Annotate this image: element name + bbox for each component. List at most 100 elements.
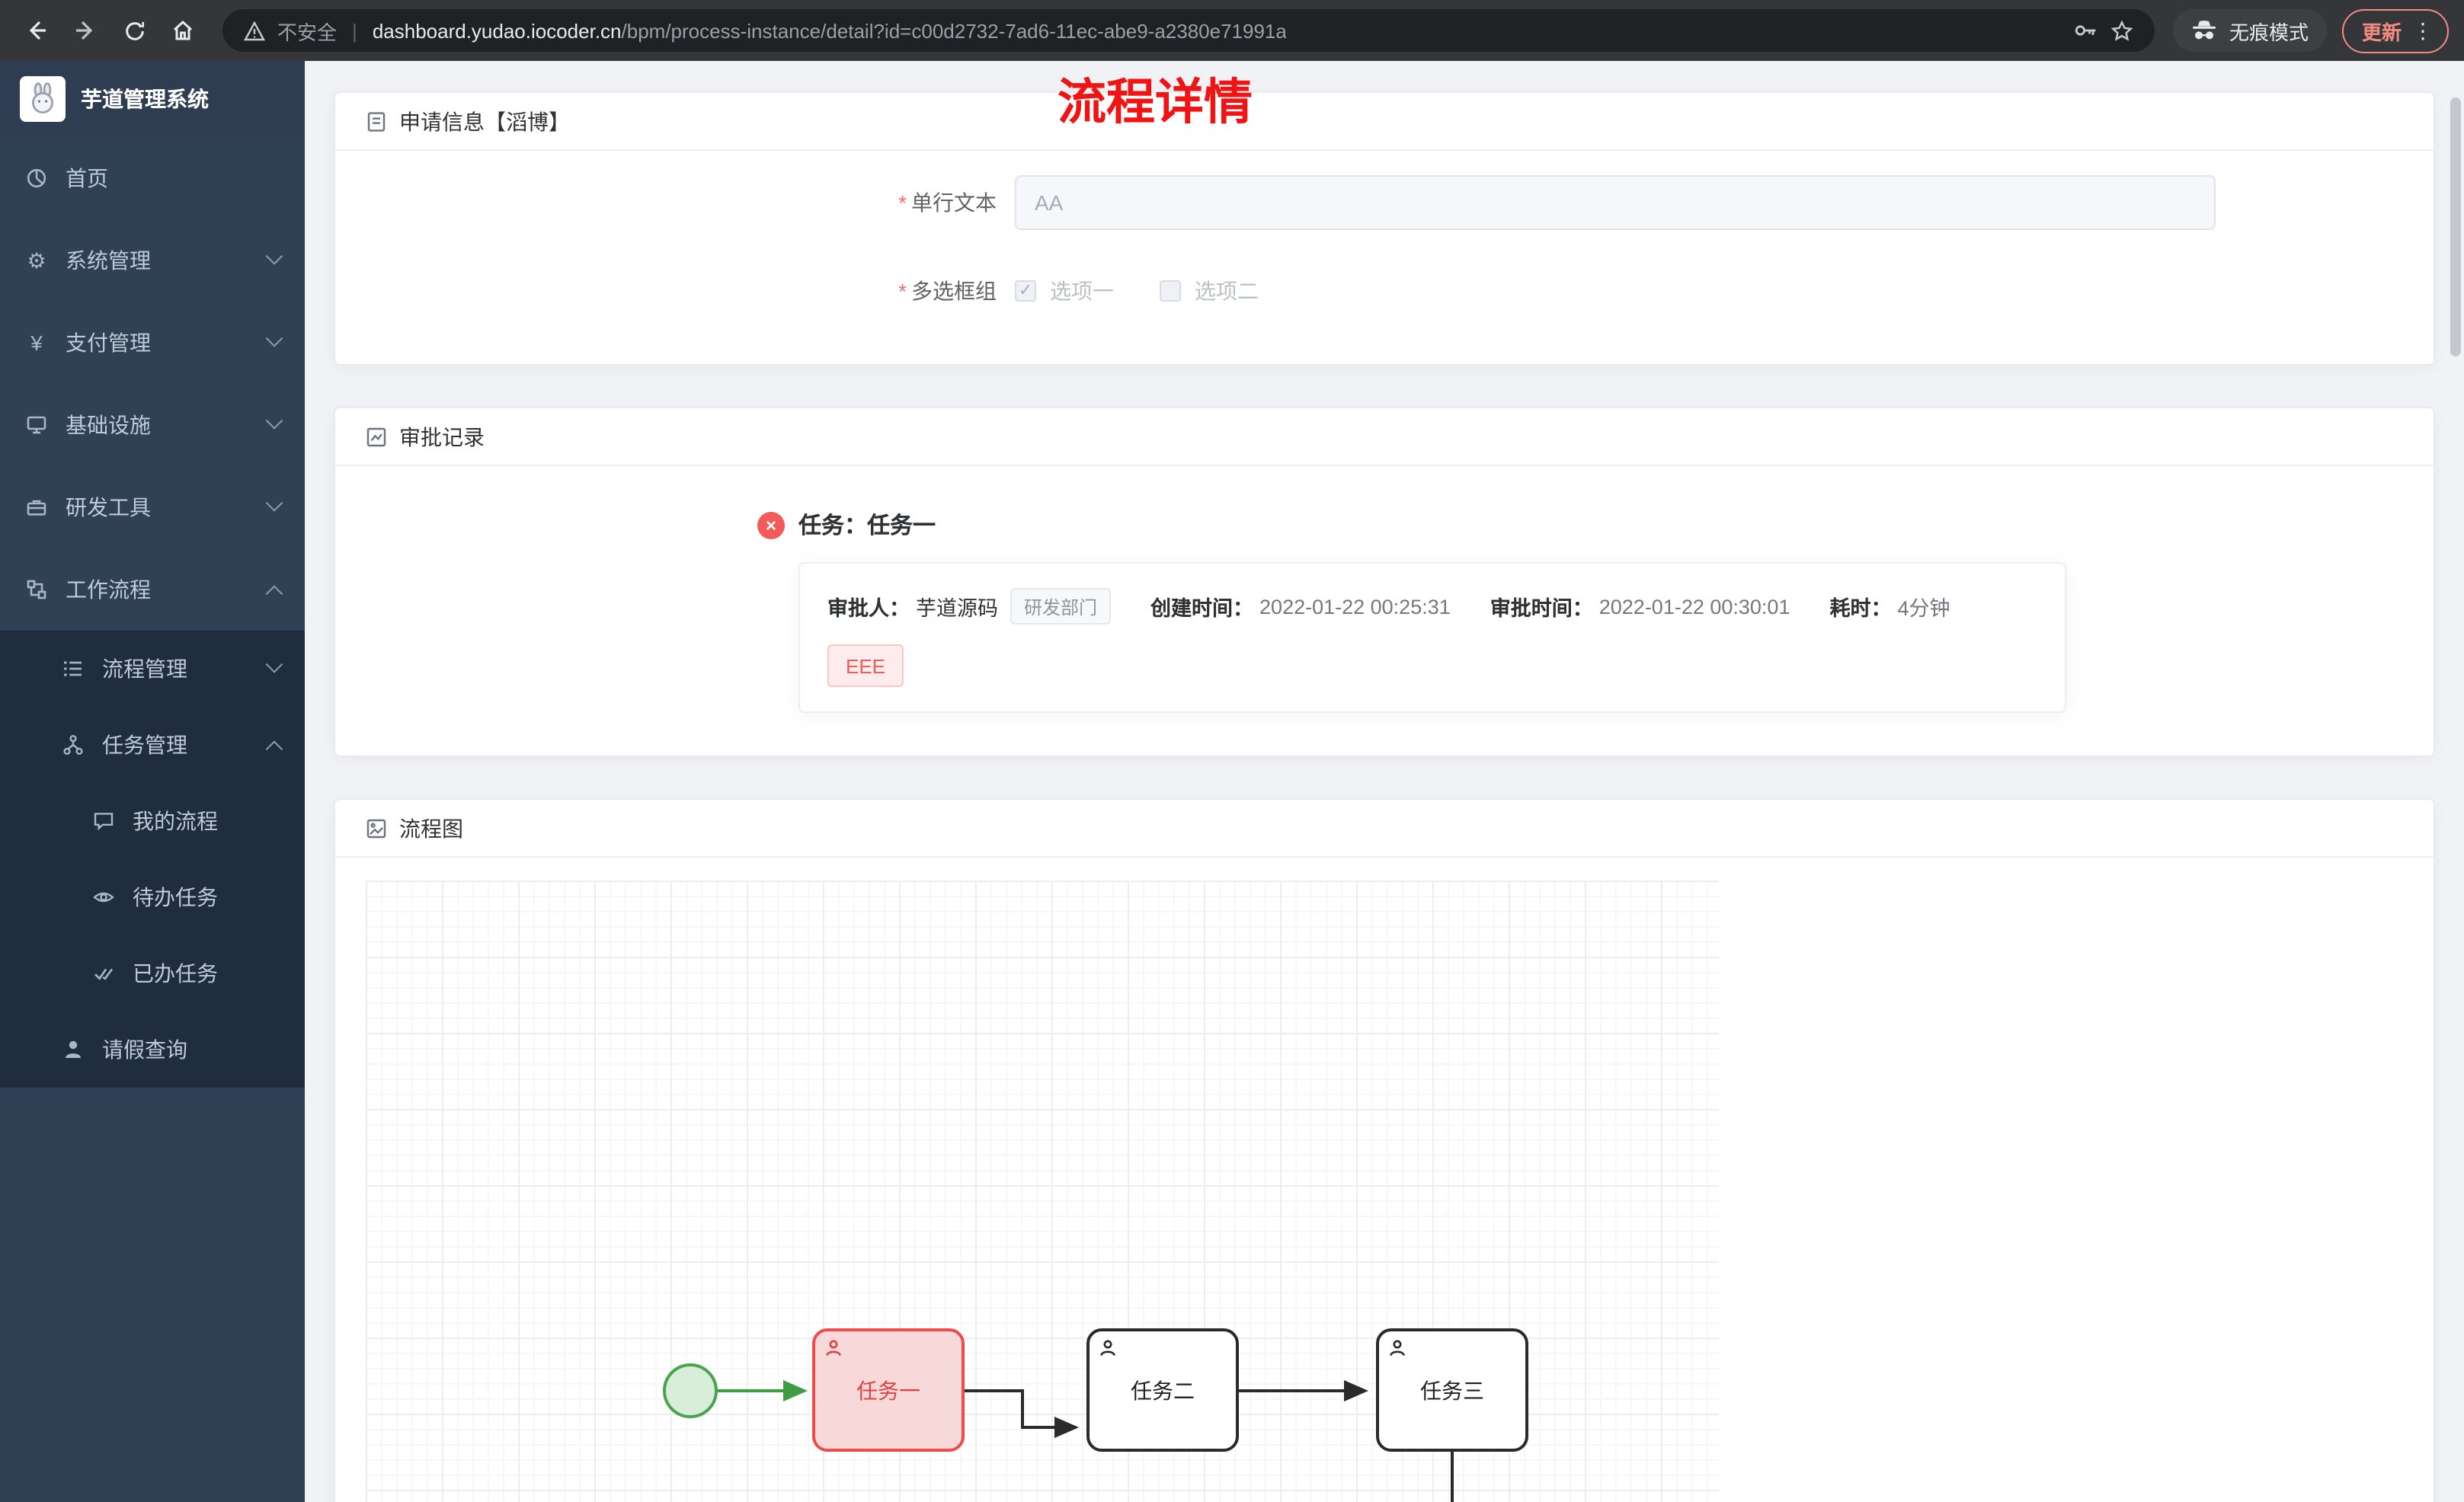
chevron-down-icon bbox=[265, 494, 283, 512]
incognito-icon bbox=[2192, 21, 2216, 40]
sidebar-item-label: 请假查询 bbox=[102, 1037, 187, 1062]
chevron-up-icon bbox=[265, 585, 283, 602]
sidebar-item-label: 流程管理 bbox=[102, 657, 187, 681]
workflow-submenu: 流程管理 任务管理 我的流程 bbox=[0, 631, 305, 1088]
app-logo bbox=[20, 76, 66, 122]
back-icon[interactable] bbox=[15, 9, 58, 52]
security-warning-icon bbox=[244, 21, 265, 40]
home-icon[interactable] bbox=[162, 9, 204, 52]
approval-task-title: 任务：任务一 bbox=[798, 513, 936, 539]
duration-value: 4分钟 bbox=[1897, 597, 1950, 620]
process-diagram-card-title: 流程图 bbox=[399, 816, 463, 840]
checkbox-option-label: 选项二 bbox=[1195, 279, 1259, 303]
gear-icon: ⚙ bbox=[27, 248, 46, 272]
checkbox-option-1[interactable]: ✓ 选项一 bbox=[1015, 276, 1114, 306]
sidebar-item-leave-query[interactable]: 请假查询 bbox=[0, 1011, 305, 1088]
security-label: 不安全 bbox=[277, 21, 338, 43]
required-star: * bbox=[898, 190, 907, 215]
bookmark-star-icon[interactable] bbox=[2110, 19, 2133, 42]
app-logo-row[interactable]: 芋道管理系统 bbox=[0, 61, 305, 137]
yen-icon: ¥ bbox=[30, 331, 43, 355]
create-time-value: 2022-01-22 00:25:31 bbox=[1259, 595, 1451, 618]
approve-time-value: 2022-01-22 00:30:01 bbox=[1598, 595, 1790, 618]
approval-record-card-header: 审批记录 bbox=[335, 408, 2434, 466]
text-field-label: *单行文本 bbox=[898, 190, 997, 215]
process-diagram-card: 流程图 bbox=[334, 798, 2435, 1502]
bpmn-canvas[interactable]: 任务一 任务二 任务三 bbox=[366, 880, 1719, 1502]
sidebar-item-label: 研发工具 bbox=[66, 495, 151, 519]
sidebar-item-label: 基础设施 bbox=[66, 413, 151, 437]
duration-group: 耗时： 4分钟 bbox=[1829, 591, 1950, 622]
approval-detail-box: 审批人： 芋道源码 研发部门 创建时间： 2022-01-22 00:25:31… bbox=[798, 562, 2066, 713]
sidebar-item-process-mgmt[interactable]: 流程管理 bbox=[0, 631, 305, 707]
checkbox-option-2[interactable]: ✓ 选项二 bbox=[1160, 276, 1259, 306]
dept-tag: 研发部门 bbox=[1010, 588, 1112, 625]
url-host: dashboard.yudao.iocoder.cn bbox=[372, 19, 622, 42]
document-icon bbox=[366, 110, 387, 132]
bpmn-task-node-1[interactable]: 任务一 bbox=[812, 1328, 965, 1452]
reload-icon[interactable] bbox=[113, 9, 155, 52]
workflow-icon bbox=[24, 579, 49, 600]
dashboard-icon bbox=[24, 168, 49, 189]
password-key-icon[interactable] bbox=[2074, 20, 2098, 41]
bpmn-start-event[interactable] bbox=[663, 1363, 718, 1418]
eye-icon bbox=[91, 887, 116, 908]
incognito-label: 无痕模式 bbox=[2229, 21, 2309, 43]
checkbox-icon: ✓ bbox=[1015, 280, 1036, 302]
task-node-label: 任务一 bbox=[856, 1378, 920, 1402]
url-text: dashboard.yudao.iocoder.cn/bpm/process-i… bbox=[373, 19, 1287, 42]
apply-info-card: 申请信息【滔博】 *单行文本 *多选框组 ✓ 选项一 bbox=[334, 91, 2435, 366]
list-icon bbox=[61, 658, 85, 679]
create-time-group: 创建时间： 2022-01-22 00:25:31 bbox=[1150, 595, 1451, 620]
chevron-down-icon bbox=[265, 412, 283, 430]
sidebar-item-payment[interactable]: ¥ 支付管理 bbox=[0, 302, 305, 384]
app-title: 芋道管理系统 bbox=[81, 87, 209, 111]
sidebar-item-system[interactable]: ⚙ 系统管理 bbox=[0, 219, 305, 302]
user-task-icon bbox=[1388, 1337, 1406, 1362]
main-content: 流程详情 申请信息【滔博】 *单行文本 *多选框组 bbox=[305, 61, 2464, 1502]
approval-detail-line: 审批人： 芋道源码 研发部门 创建时间： 2022-01-22 00:25:31… bbox=[827, 588, 2037, 625]
chat-bubble-icon bbox=[91, 810, 116, 832]
sequence-flows bbox=[718, 1380, 1454, 1502]
address-bar[interactable]: 不安全 | dashboard.yudao.iocoder.cn/bpm/pro… bbox=[222, 9, 2155, 52]
text-field-row: *单行文本 bbox=[335, 175, 2434, 230]
sidebar-item-infra[interactable]: 基础设施 bbox=[0, 384, 305, 466]
browser-menu-icon[interactable]: ⋮ bbox=[2412, 18, 2434, 42]
sidebar: 芋道管理系统 首页 ⚙ 系统管理 ¥ 支付管理 bbox=[0, 61, 305, 1502]
double-check-icon bbox=[91, 963, 116, 984]
bpmn-task-node-3[interactable]: 任务三 bbox=[1376, 1328, 1528, 1452]
chevron-up-icon bbox=[265, 740, 283, 758]
sidebar-item-task-mgmt[interactable]: 任务管理 bbox=[0, 707, 305, 783]
approval-record-card-title: 审批记录 bbox=[399, 424, 485, 449]
update-label: 更新 bbox=[2361, 21, 2402, 43]
apply-info-card-title: 申请信息【滔博】 bbox=[399, 109, 570, 133]
forward-icon[interactable] bbox=[64, 9, 107, 52]
sidebar-item-done-tasks[interactable]: 已办任务 bbox=[0, 935, 305, 1011]
process-diagram-card-header: 流程图 bbox=[335, 800, 2434, 858]
bpmn-task-node-2[interactable]: 任务二 bbox=[1086, 1328, 1239, 1452]
apply-info-card-header: 申请信息【滔博】 bbox=[335, 93, 2434, 151]
sidebar-item-my-process[interactable]: 我的流程 bbox=[0, 783, 305, 859]
sidebar-item-todo-tasks[interactable]: 待办任务 bbox=[0, 859, 305, 935]
user-task-icon bbox=[1099, 1337, 1117, 1362]
scrollbar-thumb[interactable] bbox=[2450, 97, 2461, 356]
chevron-down-icon bbox=[265, 330, 283, 347]
person-icon bbox=[61, 1039, 85, 1060]
chevron-down-icon bbox=[265, 248, 283, 265]
checkbox-check-icon: ✓ bbox=[1018, 281, 1033, 299]
sidebar-item-dev-tools[interactable]: 研发工具 bbox=[0, 466, 305, 548]
chrome-update-button[interactable]: 更新 ⋮ bbox=[2341, 8, 2449, 53]
incognito-badge: 无痕模式 bbox=[2172, 9, 2327, 52]
sidebar-item-label: 待办任务 bbox=[133, 885, 218, 909]
user-task-icon bbox=[824, 1337, 843, 1362]
single-line-text-input[interactable] bbox=[1015, 175, 2216, 230]
sidebar-item-home[interactable]: 首页 bbox=[0, 137, 305, 219]
diagram-picture-icon bbox=[366, 817, 387, 839]
approve-time-group: 审批时间： 2022-01-22 00:30:01 bbox=[1490, 595, 1790, 620]
chevron-down-icon bbox=[265, 656, 283, 673]
record-chart-icon bbox=[366, 426, 387, 447]
approver-name: 芋道源码 bbox=[916, 597, 998, 620]
task-node-label: 任务三 bbox=[1420, 1378, 1484, 1402]
sidebar-item-workflow[interactable]: 工作流程 bbox=[0, 548, 305, 631]
